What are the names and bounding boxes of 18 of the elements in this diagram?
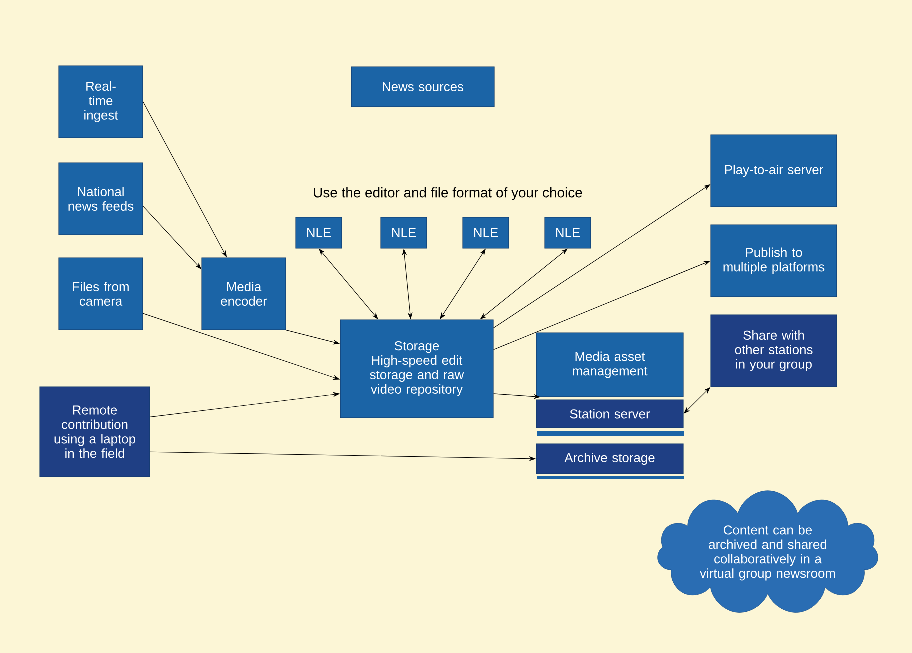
process-box: Remote contribution using a laptop in the field xyxy=(40,386,150,478)
process-box: Publish to multiple platforms xyxy=(710,224,838,298)
process-box: NLE xyxy=(544,217,592,249)
process-box: NLE xyxy=(462,217,510,249)
process-box: Play-to-air server xyxy=(710,134,838,208)
process-box: Share with other stations in your group xyxy=(710,314,838,388)
process-box: NLE xyxy=(380,217,428,249)
process-box: NLE xyxy=(296,217,342,249)
process-box: Media asset management xyxy=(536,332,684,398)
process-box: News sources xyxy=(351,66,495,108)
process-box: Files from camera xyxy=(58,258,144,330)
process-box: Archive storage xyxy=(536,444,684,474)
process-box: Media encoder xyxy=(202,258,286,330)
storage-box: Storage High-speed edit storage and raw video repository xyxy=(340,320,494,418)
process-box: Station server xyxy=(536,400,684,428)
process-box: Real-time ingest xyxy=(58,66,144,138)
process-box: National news feeds xyxy=(58,162,144,236)
caption-text: Use the editor and file format of your choice xyxy=(314,188,582,200)
